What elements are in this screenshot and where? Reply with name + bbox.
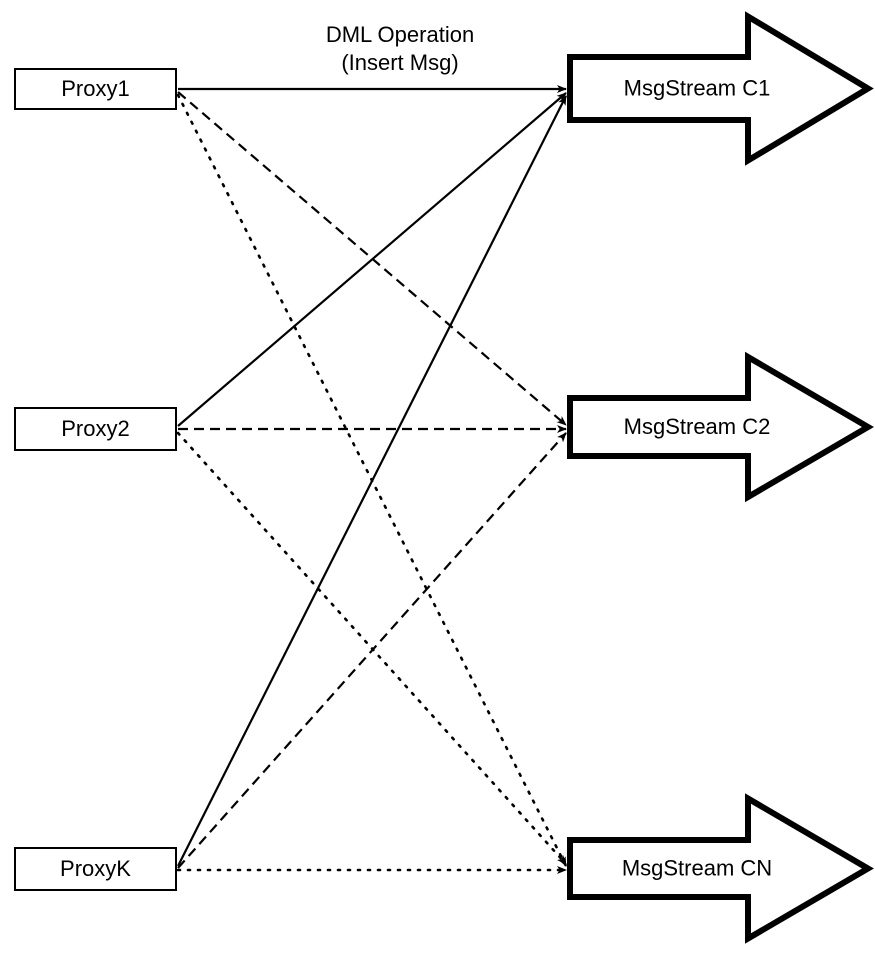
msgstream-node-c1[interactable]: MsgStream C1 (567, 11, 874, 166)
link-proxyK-c2 (177, 432, 567, 869)
proxy-label: ProxyK (60, 856, 131, 881)
link-line-solid (177, 92, 567, 427)
stream-layer: MsgStream C1 MsgStream C2 MsgStream CN (567, 11, 874, 944)
link-line-dotted (176, 431, 568, 866)
proxy-node-proxyK[interactable]: ProxyK (14, 847, 177, 891)
link-line-dashed (177, 91, 567, 426)
proxy-box (14, 68, 177, 110)
proxy-box (14, 847, 177, 891)
dml-operation-label-line1: DML Operation (326, 22, 474, 47)
dml-operation-label: DML Operation (Insert Msg) (326, 22, 474, 75)
proxy-node-proxy1[interactable]: Proxy1 (14, 68, 177, 110)
msgstream-node-c2[interactable]: MsgStream C2 (567, 351, 874, 503)
block-arrow-shape (567, 793, 874, 944)
block-arrow-shape (567, 351, 874, 503)
msgstream-label: MsgStream CN (622, 855, 772, 880)
link-proxy2-cn (176, 431, 568, 866)
link-line-dashed (177, 432, 567, 869)
link-proxy1-c2 (177, 91, 567, 426)
proxy-box (14, 407, 177, 451)
link-proxy2-c1 (177, 92, 567, 427)
proxy-label: Proxy2 (61, 416, 129, 441)
link-line-solid (177, 95, 567, 867)
link-proxyK-c1 (177, 95, 567, 867)
link-layer (176, 85, 568, 874)
block-arrow-shape (567, 11, 874, 166)
proxy-node-proxy2[interactable]: Proxy2 (14, 407, 177, 451)
proxy-label: Proxy1 (61, 76, 129, 101)
msgstream-label: MsgStream C1 (624, 75, 771, 100)
msgstream-node-cn[interactable]: MsgStream CN (567, 793, 874, 944)
msgstream-label: MsgStream C2 (624, 414, 771, 439)
dml-operation-label-line2: (Insert Msg) (341, 50, 458, 75)
